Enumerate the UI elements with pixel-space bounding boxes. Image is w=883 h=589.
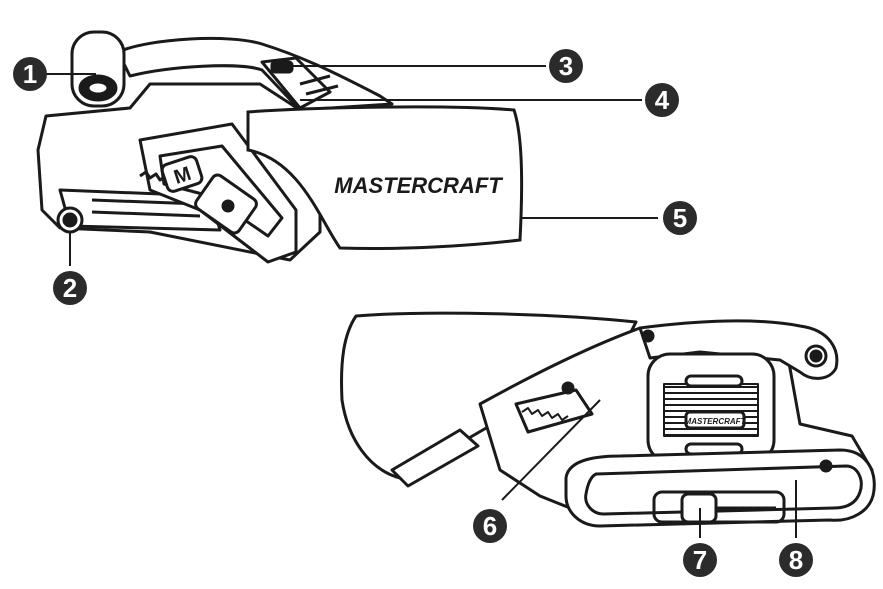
top-brand-label: MASTERCRAFT	[334, 173, 503, 198]
callout-2: 2	[53, 271, 87, 305]
callout-1-number: 1	[23, 59, 37, 89]
callout-3-number: 3	[559, 51, 573, 81]
callout-8-number: 8	[789, 545, 803, 575]
top-dust-bag: MASTERCRAFT	[246, 105, 524, 251]
bottom-rear-handle	[638, 319, 839, 380]
callout-6-number: 6	[483, 511, 497, 541]
bottom-trigger-grip	[514, 388, 594, 434]
callout-6: 6	[473, 509, 507, 543]
top-m-badge-letter: M	[171, 163, 194, 189]
bottom-brand-label: MASTERCRAFT	[685, 417, 747, 426]
callout-3: 3	[549, 49, 583, 83]
callout-4-number: 4	[655, 85, 670, 115]
callout-1: 1	[13, 57, 47, 91]
top-m-badge	[160, 155, 204, 193]
callout-8: 8	[779, 543, 813, 577]
callout-5: 5	[663, 201, 697, 235]
callout-5-number: 5	[673, 203, 687, 233]
callout-7: 7	[683, 543, 717, 577]
callout-leaders	[46, 65, 797, 538]
leader-6	[501, 399, 601, 501]
bottom-spout	[390, 428, 480, 488]
bottom-brand-plate	[684, 410, 746, 430]
callout-4: 4	[645, 83, 679, 117]
callout-2-number: 2	[63, 273, 77, 303]
sander-bottom-view: MASTERCRAFT	[340, 311, 876, 528]
bottom-dust-bag	[340, 311, 638, 480]
callout-7-number: 7	[693, 545, 707, 575]
